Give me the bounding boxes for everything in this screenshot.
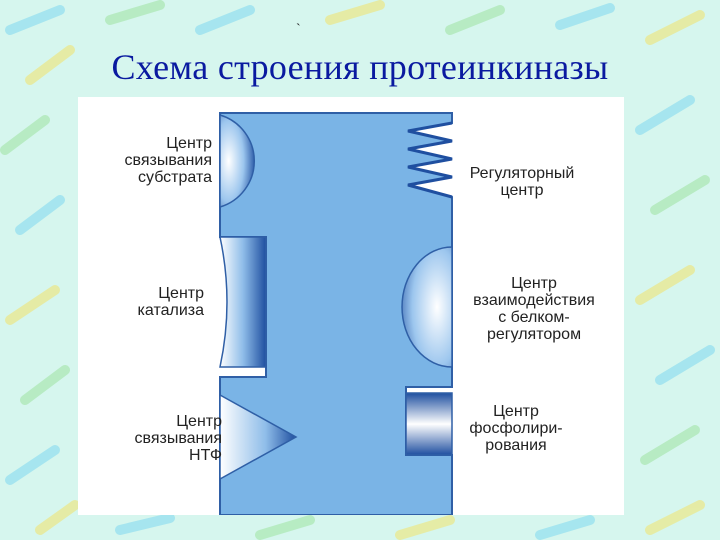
stray-mark: ` [296,22,301,37]
phosphorylation-site [405,392,453,456]
label-ntp-site: Центр связывания НТФ [134,413,222,464]
label-regulator-interaction-site: Центр взаимодействия с белком- регулятор… [473,275,595,343]
substrate-binding-site [219,113,256,209]
regulator-interaction-site [401,246,453,368]
label-regulatory-site: Регуляторный центр [469,165,575,199]
label-catalysis-site: Центр катализа [137,285,204,319]
slide-title: Схема строения протеинкиназы [111,47,609,87]
diagram-panel: Центр связывания субстрата Центр катализ… [78,97,624,515]
protein-kinase-diagram [219,112,453,515]
label-substrate-site: Центр связывания субстрата [124,135,212,186]
catalysis-site [219,236,267,368]
label-phosphorylation-site: Центр фосфолири- рования [469,403,563,454]
regulatory-site [407,121,453,199]
ntp-binding-site [219,393,298,481]
